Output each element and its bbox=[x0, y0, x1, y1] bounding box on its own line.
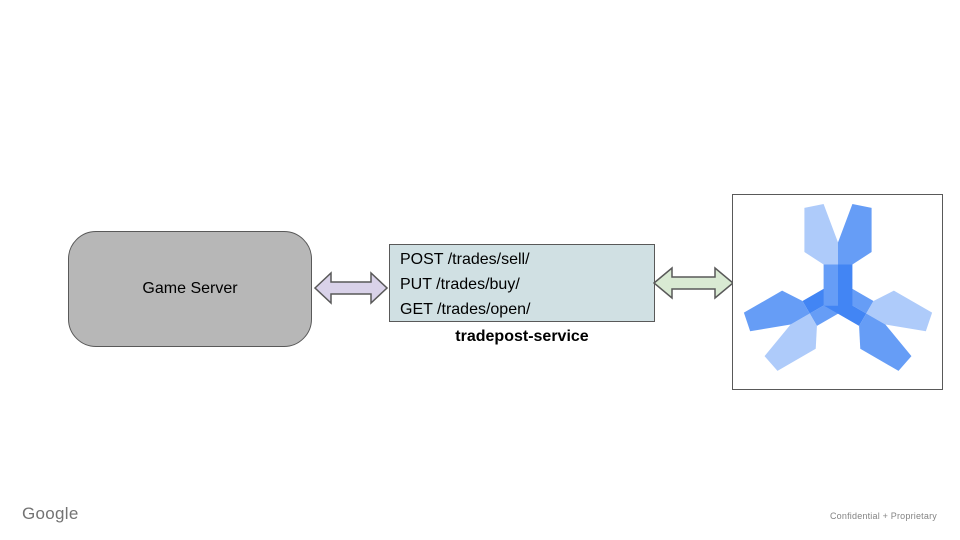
game-server-shape: Game Server bbox=[68, 231, 312, 347]
right-double-arrow-shape bbox=[653, 266, 734, 300]
endpoint-line: POST /trades/sell/ bbox=[400, 251, 530, 268]
left-double-arrow-shape bbox=[314, 271, 388, 305]
service-endpoints-box: POST /trades/sell/ PUT /trades/buy/ GET … bbox=[389, 244, 655, 322]
right-double-arrow-icon bbox=[653, 266, 734, 300]
endpoint-line: GET /trades/open/ bbox=[400, 301, 531, 318]
endpoint-line: PUT /trades/buy/ bbox=[400, 276, 520, 293]
cloud-spanner-icon bbox=[741, 204, 934, 373]
game-server-label: Game Server bbox=[142, 280, 238, 297]
confidential-note: Confidential + Proprietary bbox=[829, 511, 937, 521]
left-double-arrow-icon bbox=[314, 271, 388, 305]
google-logo: Google bbox=[22, 504, 79, 523]
service-caption: tradepost-service bbox=[455, 328, 589, 345]
spanner-image-frame bbox=[732, 194, 943, 390]
